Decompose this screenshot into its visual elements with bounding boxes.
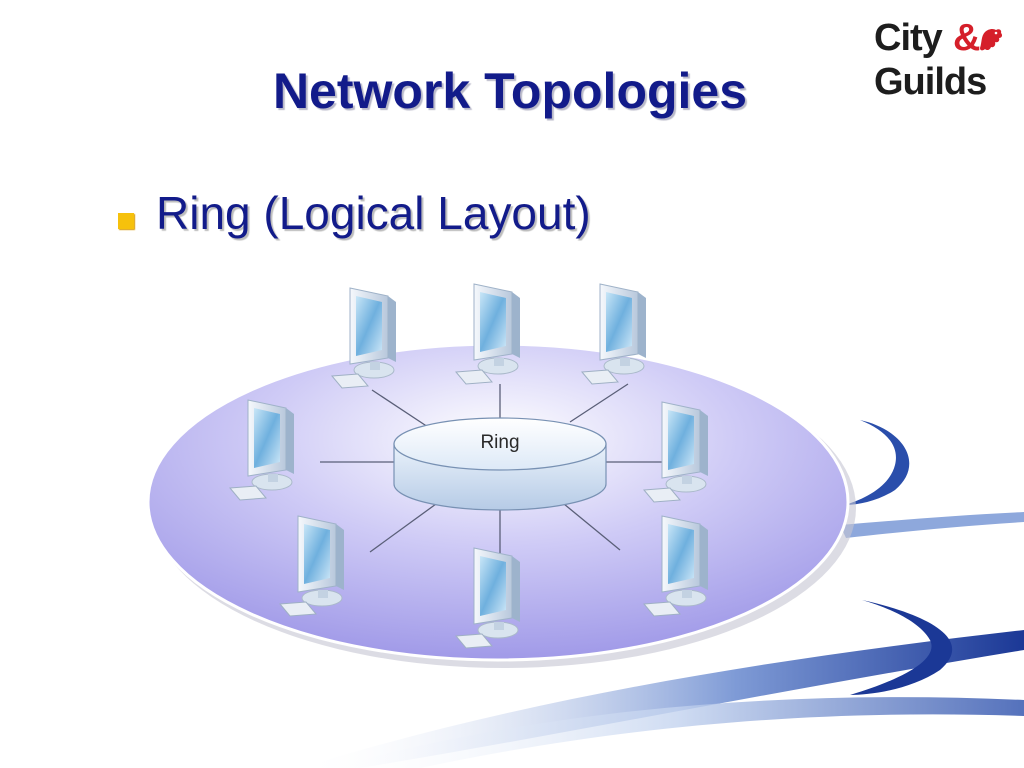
bullet-text: Ring (Logical Layout) bbox=[156, 187, 591, 239]
logo-text-city: City bbox=[874, 17, 943, 59]
ring-hub bbox=[393, 417, 607, 511]
swoosh-middle bbox=[330, 697, 1024, 768]
swoosh-lower bbox=[300, 630, 1024, 768]
swoosh-arc-top bbox=[845, 420, 910, 505]
city-and-guilds-logo: City & Guilds bbox=[872, 18, 1004, 108]
bullet-square-icon bbox=[118, 213, 134, 229]
slide-title: Network Topologies bbox=[272, 63, 748, 119]
logo-ampersand: & bbox=[953, 17, 981, 59]
logo-text-guilds: Guilds bbox=[874, 61, 987, 103]
ring-topology-diagram bbox=[146, 283, 856, 668]
swoosh-upper bbox=[840, 512, 1024, 538]
swoosh-arc-bottom bbox=[850, 600, 953, 695]
lion-icon bbox=[980, 28, 1003, 51]
hub-label: Ring bbox=[480, 432, 520, 453]
